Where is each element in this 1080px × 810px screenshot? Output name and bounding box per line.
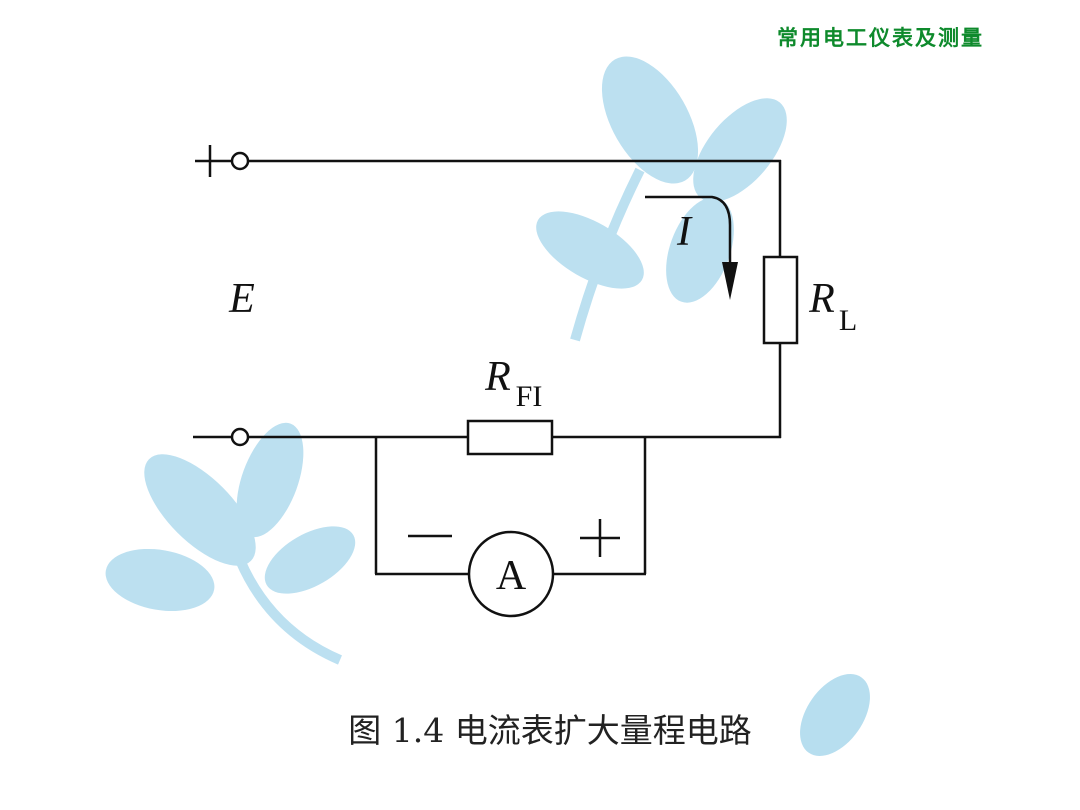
source-label: E xyxy=(228,276,255,322)
header-title: 常用电工仪表及测量 xyxy=(777,26,984,50)
current-arrow-head xyxy=(722,262,738,300)
current-label: I xyxy=(676,209,693,255)
watermark-flower-bottom xyxy=(105,422,356,665)
watermark-petal xyxy=(800,674,870,756)
load-resistor-subscript: L xyxy=(839,304,857,337)
figure-caption: 图 1.4 电流表扩大量程电路 xyxy=(348,711,752,750)
ammeter xyxy=(467,530,555,618)
current-arrow-line xyxy=(645,195,732,268)
circuit-wires xyxy=(193,145,782,576)
watermark-flower-top xyxy=(536,56,787,342)
terminal-plus xyxy=(230,151,250,171)
shunt-resistor xyxy=(466,419,554,456)
terminal-minus xyxy=(230,427,250,447)
ammeter-label: A xyxy=(496,553,527,599)
shunt-resistor-subscript: FI xyxy=(516,380,543,413)
load-resistor-symbol: R xyxy=(808,276,835,322)
shunt-resistor-symbol: R xyxy=(484,354,511,400)
load-resistor xyxy=(762,255,799,345)
